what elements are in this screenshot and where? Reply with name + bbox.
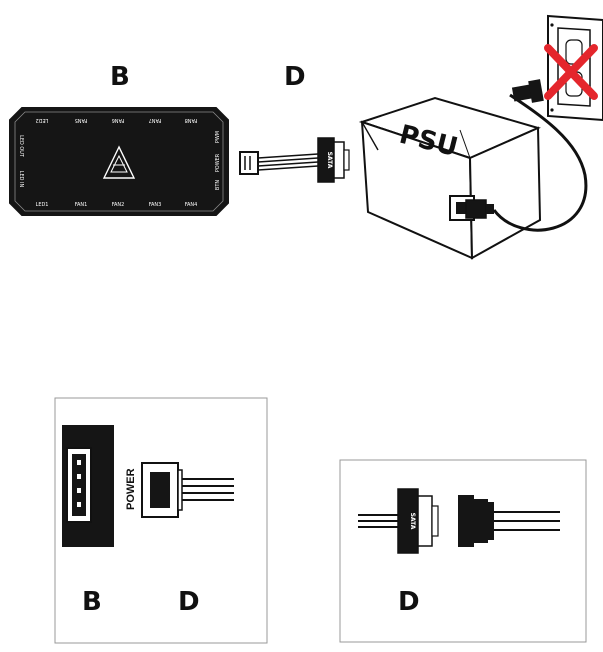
hub-label-fan8: FAN8	[185, 117, 198, 123]
hub-label-led1: LED1	[36, 202, 49, 208]
hub-power-connector	[239, 151, 259, 175]
power-cord	[492, 93, 588, 232]
hub-label-fan6: FAN6	[112, 117, 125, 123]
hub-top-labels: LED2 FAN5 FAN6 FAN7 FAN8	[36, 117, 198, 123]
hub-label-fan7: FAN7	[149, 117, 162, 123]
hub-label-led2: LED2	[36, 117, 49, 123]
hub-label-fan1: FAN1	[75, 202, 88, 208]
outlet-plug	[511, 79, 544, 103]
hub-label-power: POWER	[215, 153, 221, 172]
hub-label-fan5: FAN5	[75, 117, 88, 123]
hub-label-btn: BTN	[215, 180, 221, 190]
hub-bottom-labels: LED1 FAN1 FAN2 FAN3 FAN4	[36, 202, 198, 208]
power-label-bottom: POWER	[125, 468, 137, 510]
hub-label-pwm: PWM	[215, 131, 221, 143]
label-d-top: D	[284, 62, 306, 92]
hub-label-fan3: FAN3	[149, 202, 162, 208]
label-b-top: B	[110, 62, 130, 92]
power-cable	[257, 153, 319, 171]
fan-hub: LED2 FAN5 FAN6 FAN7 FAN8 LED1 FAN1 FAN2 …	[9, 107, 229, 216]
power-plug-icon	[465, 199, 494, 219]
sata-text-top: SATA	[326, 152, 333, 169]
hub-label-led-in: LED IN	[18, 171, 24, 188]
sata-text-bottom: SATA	[409, 513, 416, 530]
label-d-bottom-right: D	[398, 587, 420, 617]
hub-left-labels: LED OUT LED IN	[18, 135, 24, 187]
prohibited-x-icon	[544, 44, 598, 100]
bottom-left-panel: POWER B D	[54, 397, 268, 644]
hub-label-fan2: FAN2	[112, 202, 125, 208]
label-b-bottom: B	[82, 587, 102, 617]
hub-label-led-out: LED OUT	[18, 135, 24, 158]
psu-box: PSU	[358, 96, 542, 260]
hub-right-labels: PWM POWER BTN	[215, 131, 221, 190]
label-d-bottom-left: D	[178, 587, 200, 617]
hub-label-fan4: FAN4	[185, 202, 198, 208]
sata-connector-top: SATA	[317, 137, 350, 183]
bottom-right-panel: SATA D	[339, 459, 587, 643]
hub-logo-icon	[102, 145, 136, 179]
